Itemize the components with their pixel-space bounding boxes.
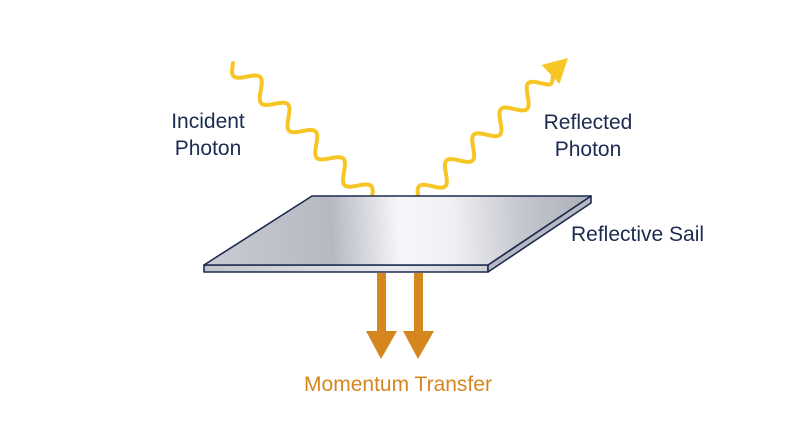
reflected-photon-icon <box>403 58 568 216</box>
reflective-sail <box>203 195 592 273</box>
incident-label-line1: Incident <box>171 110 245 133</box>
momentum-transfer-label: Momentum Transfer <box>0 371 800 398</box>
incident-photon-label: Incident Photon <box>158 108 258 162</box>
momentum-transfer-text: Momentum Transfer <box>304 373 492 396</box>
reflected-label-line1: Reflected <box>543 111 633 134</box>
reflected-photon-label: Reflected Photon <box>538 109 638 163</box>
momentum-arrow-right-icon <box>403 273 434 359</box>
momentum-arrow-left-icon <box>366 273 397 359</box>
reflected-label-line2: Photon <box>554 138 622 161</box>
incident-label-line2: Photon <box>174 137 242 160</box>
reflective-sail-label: Reflective Sail <box>571 223 705 246</box>
